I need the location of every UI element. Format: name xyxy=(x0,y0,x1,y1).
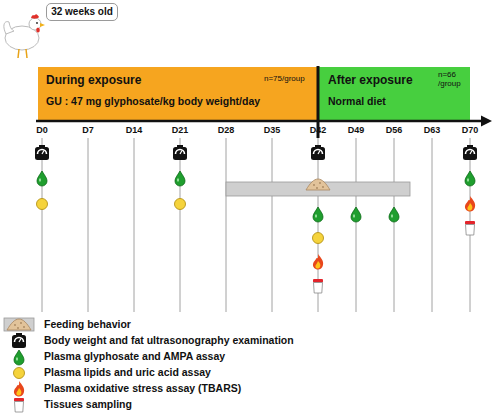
legend-circle-sample xyxy=(14,368,25,379)
legend-text: Tissues sampling xyxy=(44,399,132,411)
scale-icon xyxy=(35,145,49,160)
day-label: D42 xyxy=(303,126,333,136)
day-label: D21 xyxy=(165,126,195,136)
legend-text: Plasma lipids and uric acid assay xyxy=(44,367,211,379)
day-label: D7 xyxy=(73,126,103,136)
lipid-circle-icon xyxy=(313,233,324,244)
legend-feeding-sample xyxy=(4,318,34,331)
feed-icon xyxy=(306,179,330,190)
node-text: GU : 47 mg glyphosate/kg body weight/day xyxy=(46,96,314,108)
exposure-band: During exposure n=75/group GU : 47 mg glyp… xyxy=(38,67,318,120)
legend-text: Plasma glyphosate and AMPA assay xyxy=(44,351,225,363)
legend-scale-sample xyxy=(12,333,26,348)
node-text: n=75/group xyxy=(264,75,316,84)
legend-text: Feeding behavior xyxy=(44,319,131,331)
node-heading: During exposure xyxy=(46,74,246,87)
day-label: D70 xyxy=(455,126,485,136)
day-label: D0 xyxy=(27,126,57,136)
node-text: Normal diet xyxy=(328,96,458,108)
day-label: D35 xyxy=(257,126,287,136)
phase-separator xyxy=(317,66,320,138)
node-text: n=66 /group xyxy=(438,71,468,89)
drop-icon xyxy=(389,207,399,222)
scale-icon xyxy=(311,145,325,160)
hen-illustration xyxy=(4,14,45,58)
cup-icon xyxy=(465,221,475,235)
scale-icon xyxy=(463,145,477,160)
lipid-circle-icon xyxy=(175,199,186,210)
scale-icon xyxy=(173,145,187,160)
lipid-circle-icon xyxy=(37,199,48,210)
flame-icon xyxy=(313,254,323,270)
day-label: D28 xyxy=(211,126,241,136)
legend-flame-sample xyxy=(14,381,24,397)
drop-icon xyxy=(313,207,323,222)
day-label: D49 xyxy=(341,126,371,136)
drop-icon xyxy=(175,171,185,186)
legend-cup-sample xyxy=(14,398,24,412)
day-label: D63 xyxy=(417,126,447,136)
legend-text: Plasma oxidative stress assay (TBARS) xyxy=(44,383,241,395)
post-exposure-band: After exposuren=66 /groupNormal diet xyxy=(318,67,470,120)
legend-text: Body weight and fat ultrasonography exam… xyxy=(44,335,294,347)
day-label: D56 xyxy=(379,126,409,136)
drop-icon xyxy=(37,171,47,186)
drop-icon xyxy=(351,207,361,222)
time-axis xyxy=(36,120,482,123)
flame-icon xyxy=(465,196,475,212)
day-gridlines xyxy=(42,138,470,312)
node-heading: After exposure xyxy=(328,74,438,87)
drop-icon xyxy=(465,171,475,186)
age-tag: 32 weeks old xyxy=(46,3,118,21)
day-label: D14 xyxy=(119,126,149,136)
cup-icon xyxy=(313,279,323,293)
node-heading: 32 weeks old xyxy=(47,4,117,20)
legend-drop-sample xyxy=(14,350,24,365)
axis-arrowhead xyxy=(481,116,492,127)
